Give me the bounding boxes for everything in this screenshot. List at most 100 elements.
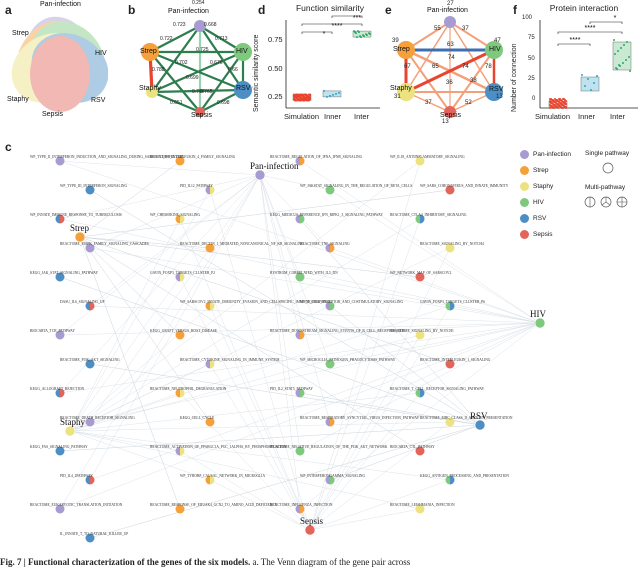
- f-point: [587, 78, 589, 80]
- d-ylabel: Semantic similarity score: [253, 34, 260, 112]
- f-point: [560, 102, 562, 104]
- d-point: [300, 94, 302, 97]
- f-point: [550, 98, 552, 100]
- f-point: [614, 53, 616, 55]
- pathway-node: [325, 185, 335, 195]
- b-edge-weight: 0.707: [192, 89, 205, 95]
- f-point: [618, 64, 620, 66]
- pathway-node: [300, 330, 305, 340]
- b-edge-weight: 0.788: [152, 67, 165, 73]
- pathway-node: [450, 301, 455, 311]
- d-point: [306, 99, 308, 102]
- b-edge-weight: 0.699: [186, 75, 199, 81]
- pathway-node: [205, 475, 210, 485]
- pathway-label: KEGG_MEDICUS_REFERENCE_IFN_RIPK1_3_SIGNA…: [270, 213, 383, 217]
- f-point: [626, 41, 628, 43]
- pathway-node: [295, 330, 300, 340]
- e-num: 39: [392, 38, 399, 44]
- pathway-label: WP_JAKSTAT_SIGNALING_IN_THE_REGULATION_O…: [300, 184, 413, 188]
- f-sig: *: [614, 15, 617, 22]
- pathway-label: PID_IL12_PATHWAY: [180, 184, 213, 188]
- f-point: [617, 50, 619, 52]
- pathway-node: [85, 417, 95, 427]
- e-num: 13: [442, 119, 449, 125]
- pathway-node: [205, 301, 210, 311]
- pathway-node: [330, 475, 335, 485]
- d-sig: *: [323, 31, 326, 38]
- b-edge-weight: 0.668: [204, 22, 217, 28]
- b-edge-weight: 0.765: [200, 89, 213, 95]
- legend-swatch-icon: [520, 150, 529, 159]
- e-num: 65: [432, 64, 439, 70]
- b-edge-weight: 0.698: [217, 100, 230, 106]
- f-xtick: Inter: [610, 112, 626, 121]
- f-plot: * **** ****: [539, 15, 638, 109]
- pathway-network: [55, 156, 546, 543]
- pathway-node: [55, 504, 65, 514]
- pathway-label: REACTOME_MHC_CLASS_II_ANTIGEN_PRESENTATI…: [420, 416, 513, 420]
- venn-label-rsv: RSV: [91, 97, 106, 104]
- d-point: [297, 95, 299, 98]
- pathway-node: [325, 243, 330, 253]
- d-point: [356, 36, 358, 39]
- pathway-label: WP_CHEMOKINE_SIGNALING: [150, 213, 201, 217]
- pathway-label: BYSTROM_CORRELATED_WITH_IL5_DN: [270, 271, 338, 275]
- d-sig: ***: [353, 15, 361, 22]
- pathway-label: REACTOME_DOWNSTREAM_SIGNALING_EVENTS_OF_…: [270, 329, 405, 333]
- pathway-node: [210, 185, 215, 195]
- pathway-node: [415, 156, 425, 166]
- pathway-label: REACTOME_PI3K_AKT_SIGNALING: [60, 358, 120, 362]
- pathway-node: [205, 417, 215, 427]
- f-point: [549, 107, 551, 109]
- venn-diagram: [11, 16, 108, 112]
- pathway-node: [85, 533, 95, 543]
- hub-node: [474, 419, 486, 431]
- pathway-label: DASU_IL6_SIGNALING_UP: [60, 300, 105, 304]
- d-point: [326, 95, 328, 98]
- f-point: [549, 100, 551, 102]
- pathway-node: [175, 214, 180, 224]
- pathway-node: [205, 359, 210, 369]
- d-ytick: 0.50: [268, 64, 283, 73]
- f-point: [584, 85, 586, 87]
- figure-caption: Fig. 7 | Functional characterization of …: [0, 557, 411, 567]
- pathway-label: WP_NETWORK_MAP_OF_SARSCOV2: [390, 271, 452, 275]
- d-point: [360, 36, 362, 39]
- f-point: [552, 99, 554, 101]
- b-edge-weight: 0.651: [170, 100, 183, 106]
- f-xtick: Simulation: [535, 112, 571, 121]
- d-point: [294, 96, 296, 99]
- pathway-label: WP_T_CELL_RECEPTOR_AND_COSTIMULATORY_SIG…: [300, 300, 404, 304]
- b-edge-weight: 0.66: [228, 67, 238, 73]
- f-ytick: 100: [522, 15, 533, 21]
- d-point: [332, 93, 334, 96]
- e-label-hiv: HIV: [489, 46, 501, 53]
- pathway-node: [85, 475, 90, 485]
- pathway-label: REACTOME_RESPIRATORY_SYNCYTIAL_VIRUS_INF…: [300, 416, 420, 420]
- f-ytick: 50: [528, 56, 535, 62]
- e-num: 36: [446, 80, 453, 86]
- pathway-label: REACTOME_INFLUENZA_INFECTION: [270, 503, 333, 507]
- b-label-pan: Pan-infection: [168, 8, 209, 15]
- network-hub-label: Pan-infection: [250, 161, 299, 171]
- pathway-node: [205, 185, 210, 195]
- pathway-node: [325, 301, 330, 311]
- pathway-label: WP_MICROGLIA_PATHOGEN_PHAGOCYTOSIS_PATHW…: [300, 358, 396, 362]
- pathway-node: [175, 330, 185, 340]
- pathway-label: WP_INTERFERONGAMMA_SIGNALING: [300, 474, 366, 478]
- b-edge-weight: 0.702: [175, 60, 188, 66]
- network-hub-label: Strep: [70, 223, 89, 233]
- pathway-label: REACTOME_DEATH_RECEPTOR_SIGNALING: [60, 416, 135, 420]
- single-pathway-icon: [602, 162, 614, 174]
- f-point: [620, 47, 622, 49]
- venn-label-hiv: HIV: [95, 50, 107, 57]
- legend-multi-title: Multi-pathway: [585, 184, 626, 191]
- pathway-label: KEGG_CELL_CYCLE: [180, 416, 215, 420]
- pathway-node: [415, 214, 420, 224]
- pathway-node: [55, 330, 65, 340]
- pathway-node: [55, 156, 65, 166]
- panel-e-letter: e: [385, 3, 392, 17]
- pathway-node: [55, 446, 65, 456]
- network-hub-label: Sepsis: [300, 516, 324, 526]
- b-edge-weight: 0.723: [173, 22, 186, 28]
